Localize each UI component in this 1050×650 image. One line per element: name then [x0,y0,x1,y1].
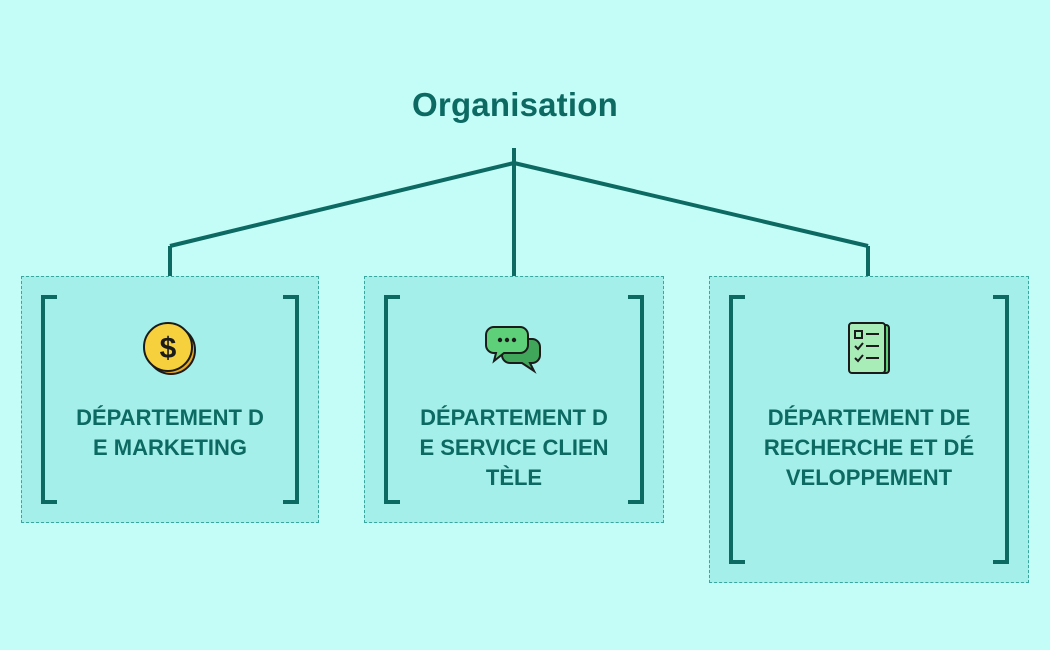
bracket-left [384,295,400,504]
bracket-left [729,295,745,564]
branch-line-left [169,161,515,248]
department-box-marketing: $ DÉPARTEMENT DE MARKETING [21,276,319,523]
department-label: DÉPARTEMENT DE RECHERCHE ET DÉVELOPPEMEN… [763,405,975,490]
department-label: DÉPARTEMENT DE MARKETING [76,405,264,460]
branch-line-right [513,161,869,248]
checklist-document-icon [848,322,890,374]
chart-title: Organisation [412,86,618,123]
bracket-left [41,295,57,504]
department-box-research-development: DÉPARTEMENT DE RECHERCHE ET DÉVELOPPEMEN… [709,276,1029,583]
bracket-right [283,295,299,504]
bracket-right [993,295,1009,564]
department-label: DÉPARTEMENT DE SERVICE CLIENTÈLE [419,405,609,490]
svg-text:$: $ [160,332,177,365]
chat-bubbles-icon [485,326,541,374]
dollar-coin-icon: $ [143,322,196,375]
department-box-customer-service: DÉPARTEMENT DE SERVICE CLIENTÈLE [364,276,664,523]
bracket-right [628,295,644,504]
